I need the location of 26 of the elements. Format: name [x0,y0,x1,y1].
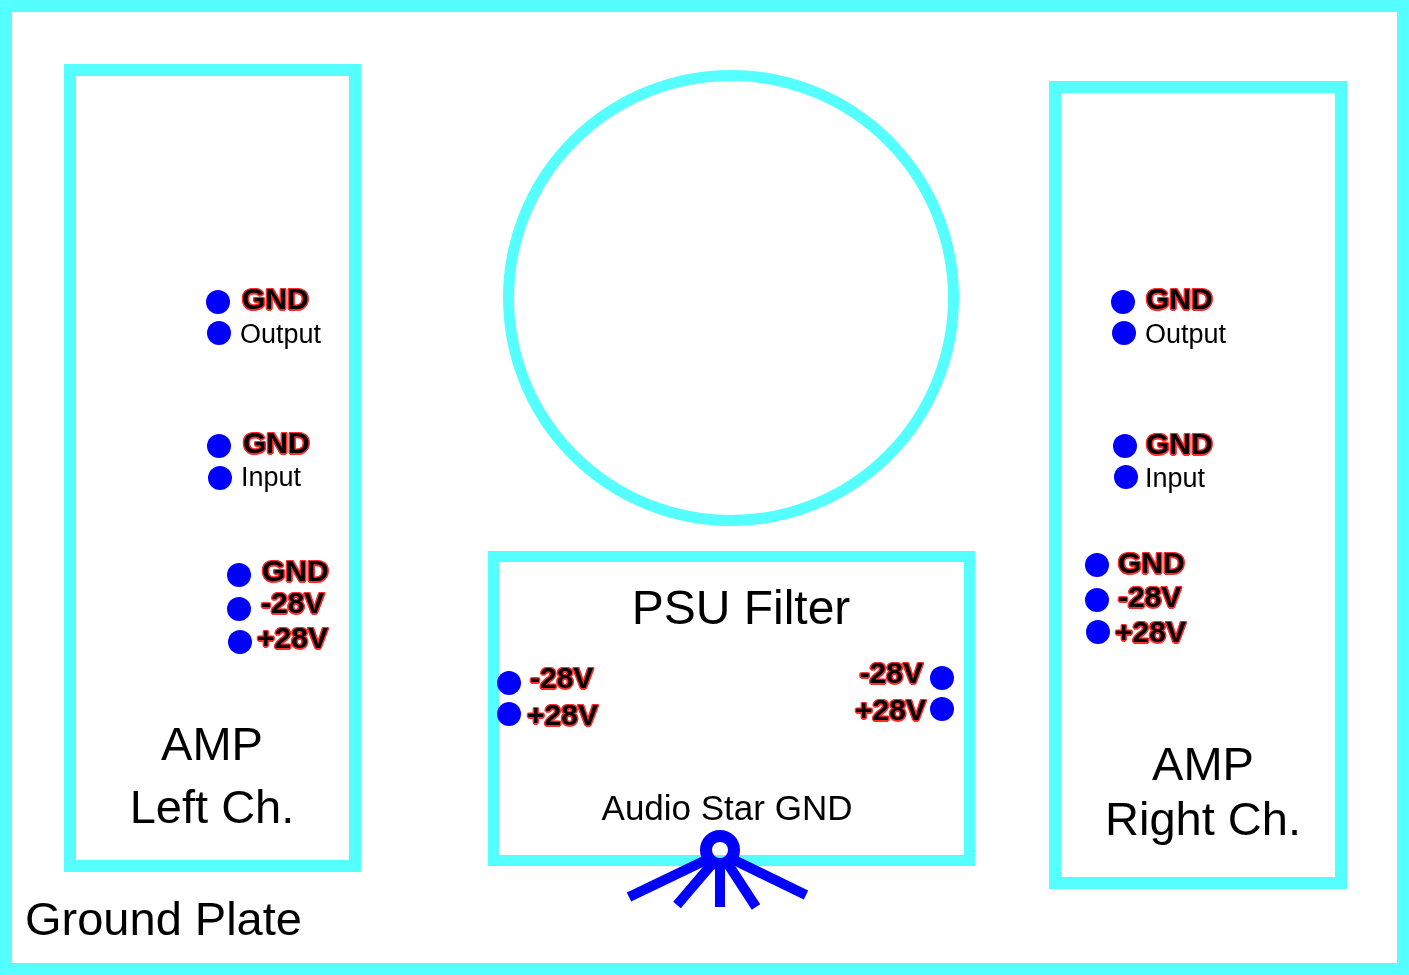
board-title: AMP Left Ch. [128,716,296,835]
amplifier-board [64,64,361,872]
ground-point-label: Audio Star GND [601,788,853,828]
pin-label: +28V [1115,617,1186,647]
pin-label: -28V [859,658,923,688]
signal-label: Output [1145,320,1227,348]
pin-label: -28V [530,663,594,693]
pin-label: GND [1118,548,1185,578]
pin-label: +28V [527,700,598,730]
signal-label: Output [240,320,322,348]
pin-label: -28V [261,588,325,618]
pin-label: -28V [1118,582,1182,612]
signal-label: Input [1145,464,1206,492]
circle-outline [503,70,959,526]
amplifier-board [1049,81,1347,889]
pin-label: GND [262,556,329,586]
signal-label: Input [241,463,302,491]
plate-label: Ground Plate [25,892,302,946]
board-title: AMP Right Ch. [1104,736,1302,846]
pin-label: GND [242,284,309,314]
pin-label: GND [1146,429,1213,459]
pin-label: GND [1146,284,1213,314]
board-title: PSU Filter [631,580,851,635]
pin-label: GND [243,428,310,458]
pin-label: +28V [257,623,328,653]
pin-label: +28V [855,695,926,725]
